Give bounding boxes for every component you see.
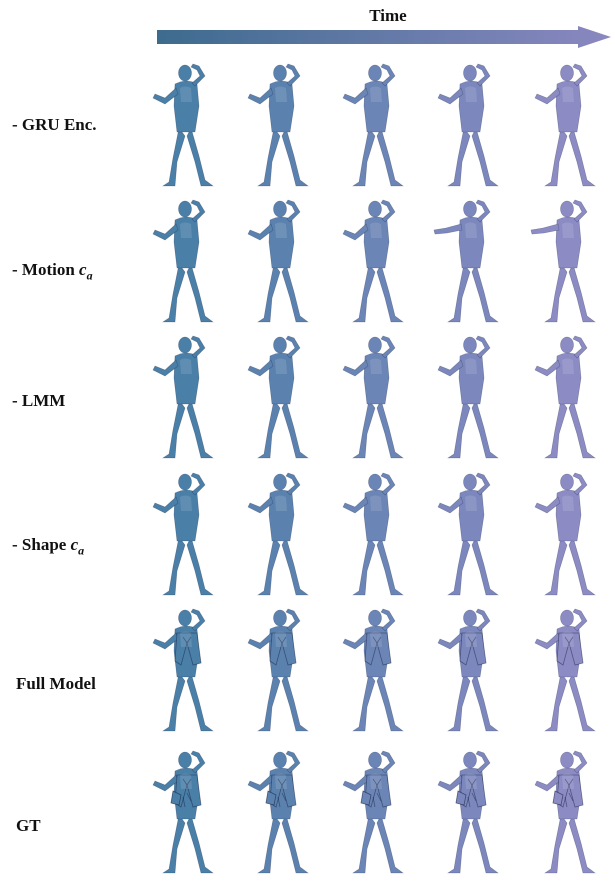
mesh-frame — [530, 199, 596, 323]
mesh-frame — [433, 199, 499, 323]
mesh-frame — [247, 750, 309, 874]
row-label: - LMM — [12, 386, 152, 416]
mesh-frame — [342, 63, 404, 187]
mesh-frame — [534, 608, 596, 732]
row-label-text: - Motion — [12, 260, 80, 279]
mesh-frame — [247, 63, 309, 187]
mesh-frame — [342, 750, 404, 874]
mesh-frame — [437, 63, 499, 187]
row-label-variable: c — [79, 260, 87, 279]
row-label-variable: c — [70, 535, 79, 554]
row-label: Full Model — [16, 669, 156, 699]
row-label-text: Full Model — [16, 674, 96, 693]
row-label: - Motion ca — [12, 255, 152, 285]
mesh-frame — [342, 199, 404, 323]
row-label-text: - GRU Enc. — [12, 115, 97, 134]
row-label-subscript: a — [86, 268, 93, 283]
row-label-subscript: a — [78, 543, 85, 558]
mesh-frame — [152, 63, 214, 187]
row-label-text: - LMM — [12, 391, 66, 410]
time-arrow-shape — [157, 26, 611, 48]
mesh-frame — [152, 199, 214, 323]
mesh-frame — [247, 199, 309, 323]
row-label: - GRU Enc. — [12, 110, 152, 140]
mesh-frame — [247, 608, 309, 732]
mesh-frame — [152, 335, 214, 459]
mesh-frame — [247, 335, 309, 459]
mesh-frame — [152, 608, 214, 732]
mesh-frame — [534, 63, 596, 187]
mesh-frame — [534, 472, 596, 596]
row-label: GT — [16, 811, 156, 841]
time-arrow — [157, 26, 611, 48]
mesh-frame — [342, 335, 404, 459]
row-label: - Shape ca — [12, 530, 152, 560]
row-label-text: GT — [16, 816, 41, 835]
mesh-frame — [247, 472, 309, 596]
mesh-frame — [437, 472, 499, 596]
mesh-frame — [342, 608, 404, 732]
mesh-frame — [342, 472, 404, 596]
mesh-frame — [534, 750, 596, 874]
mesh-frame — [437, 750, 499, 874]
row-label-text: - Shape — [12, 535, 71, 554]
mesh-frame — [152, 750, 214, 874]
time-label: Time — [369, 6, 407, 25]
mesh-frame — [437, 608, 499, 732]
mesh-frame — [437, 335, 499, 459]
mesh-frame — [534, 335, 596, 459]
mesh-frame — [152, 472, 214, 596]
